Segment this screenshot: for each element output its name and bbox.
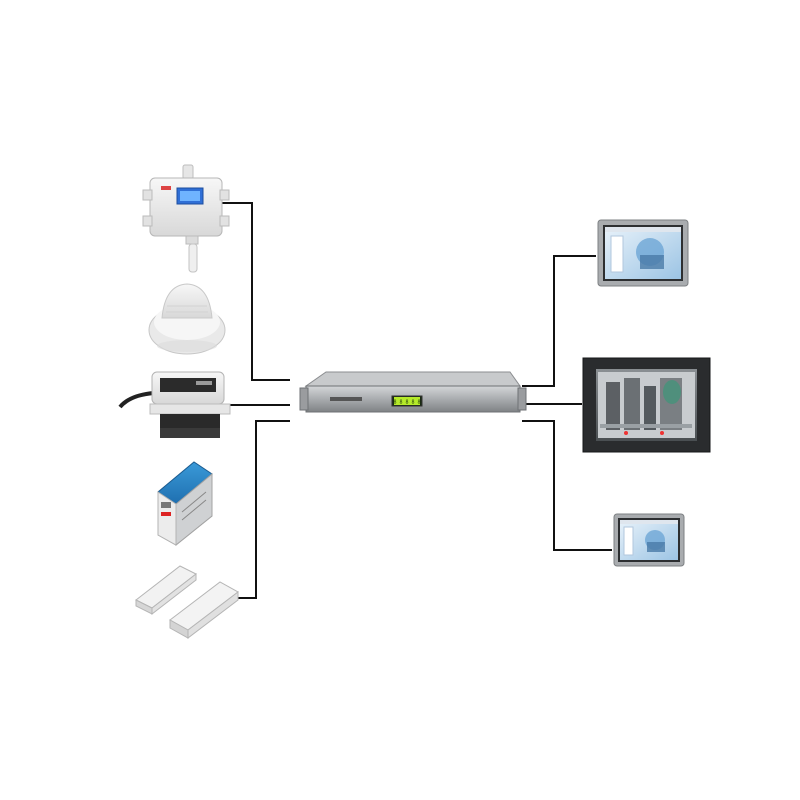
temp-humidity-sensor-icon [142,164,230,273]
rack-host-icon: 8 8 8 8 8 [299,371,527,413]
water-leak-sensor-icon [118,371,231,438]
line-touch-panel-top [522,255,596,387]
door-contact-icon [135,565,239,640]
line-door-contact [232,420,290,599]
host-lcd-text: 8 8 8 8 8 [393,400,420,406]
line-touch-panel-bottom [522,420,612,551]
line-temp-humidity-sensor [222,202,290,381]
touch-panel-icon [613,513,685,567]
touch-panel-icon [597,219,689,287]
smoke-detector-icon [148,283,226,355]
power-supply-icon [157,461,213,547]
connection-lines [222,202,612,599]
industrial-monitor-icon [582,357,711,453]
